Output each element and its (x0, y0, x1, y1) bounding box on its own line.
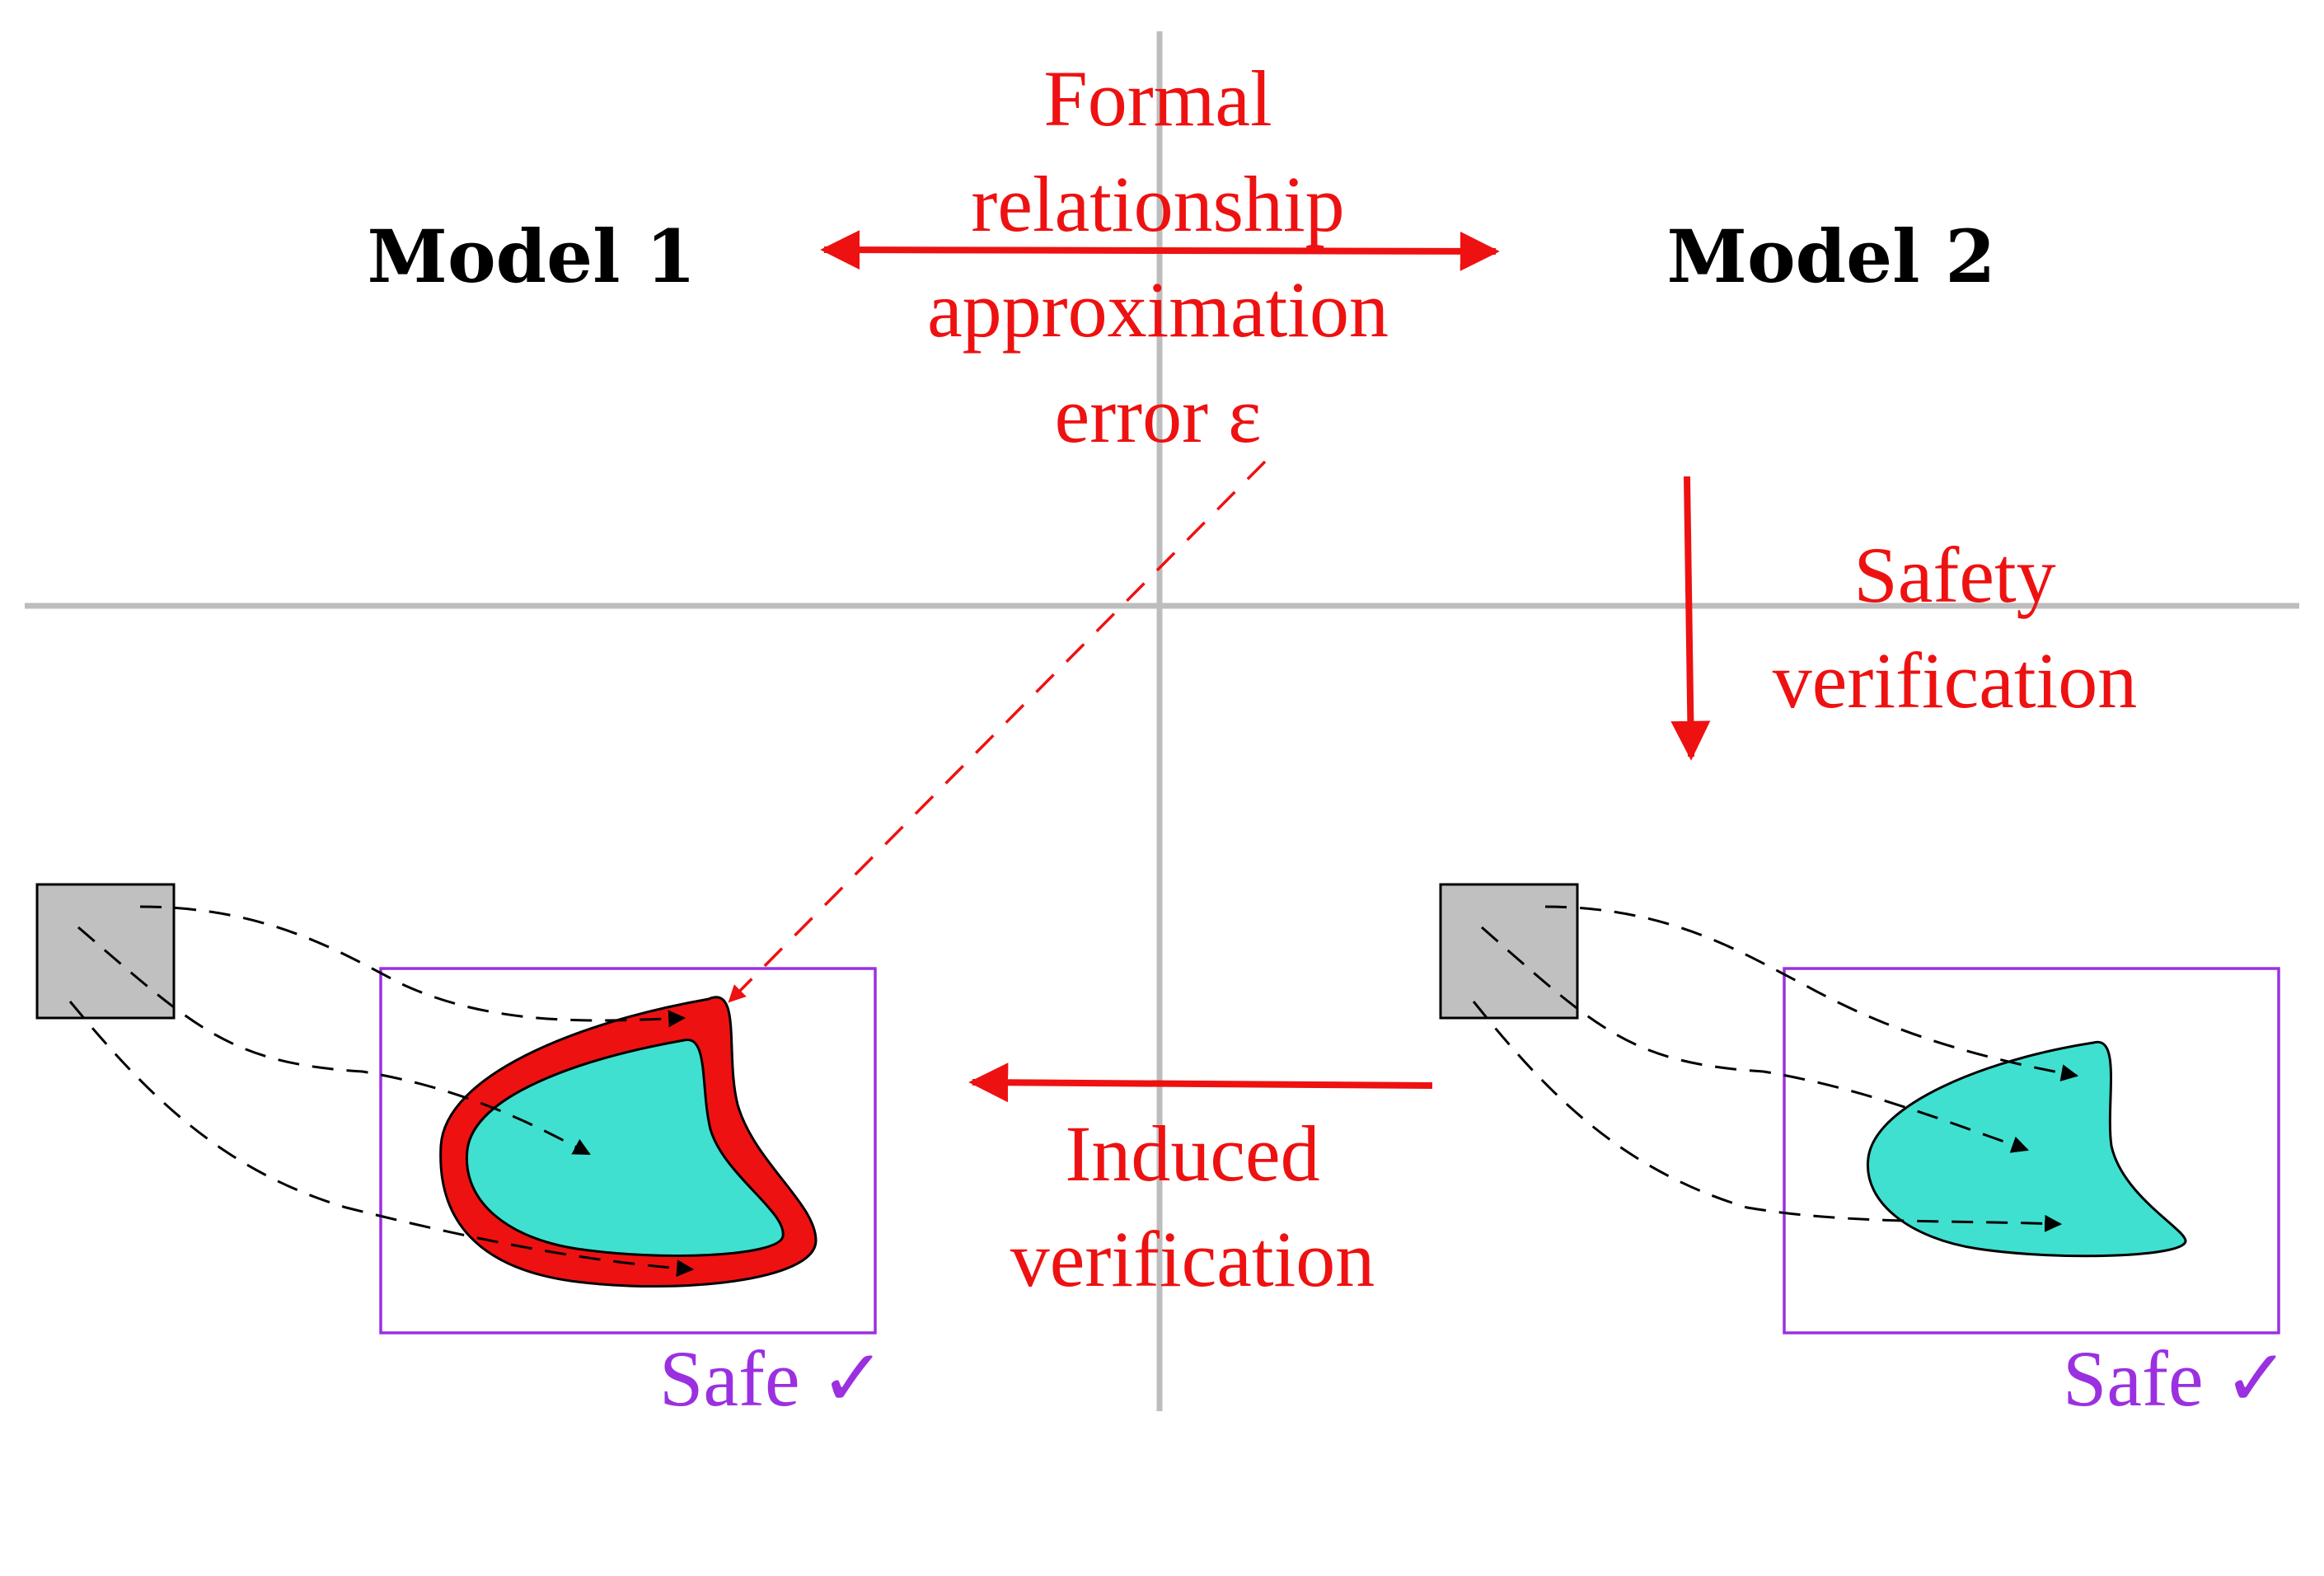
induced-verification-line-1: Induced (1065, 1109, 1319, 1198)
trajectory-left-2 (77, 926, 591, 1156)
relationship-line-3: approximation (927, 265, 1389, 354)
safe-label-right: Safe ✓ (2063, 1334, 2289, 1423)
model-1-title: Model 1 (368, 213, 696, 299)
trajectory-left-1 (139, 905, 686, 1028)
safe-region-left (379, 967, 877, 1334)
trajectory-right-3 (1472, 1001, 2063, 1232)
safe-label-left: Safe ✓ (659, 1334, 886, 1423)
induced-verification-arrow (968, 1062, 1433, 1103)
safety-verification-arrow (1670, 476, 1711, 761)
error-pointer-arrow (728, 460, 1267, 1003)
model-2-title: Model 2 (1667, 213, 1996, 299)
model-1-panel: Safe ✓ (35, 883, 886, 1423)
safe-region-right (1783, 967, 2280, 1334)
safety-verification-line-1: Safety (1853, 531, 2055, 619)
relationship-line-2: relationship (971, 160, 1344, 248)
relationship-line-1: Formal (1043, 54, 1272, 143)
safety-verification-line-2: verification (1773, 636, 2137, 725)
induced-verification-line-2: verification (1010, 1215, 1375, 1303)
formal-relationship-arrow (820, 230, 1500, 271)
trajectory-left-3 (68, 1001, 695, 1278)
model-2-panel: Safe ✓ (1439, 883, 2289, 1423)
trajectory-right-1 (1544, 905, 2079, 1082)
trajectory-right-2 (1481, 926, 2029, 1153)
relationship-line-4: error ε (1055, 371, 1262, 459)
